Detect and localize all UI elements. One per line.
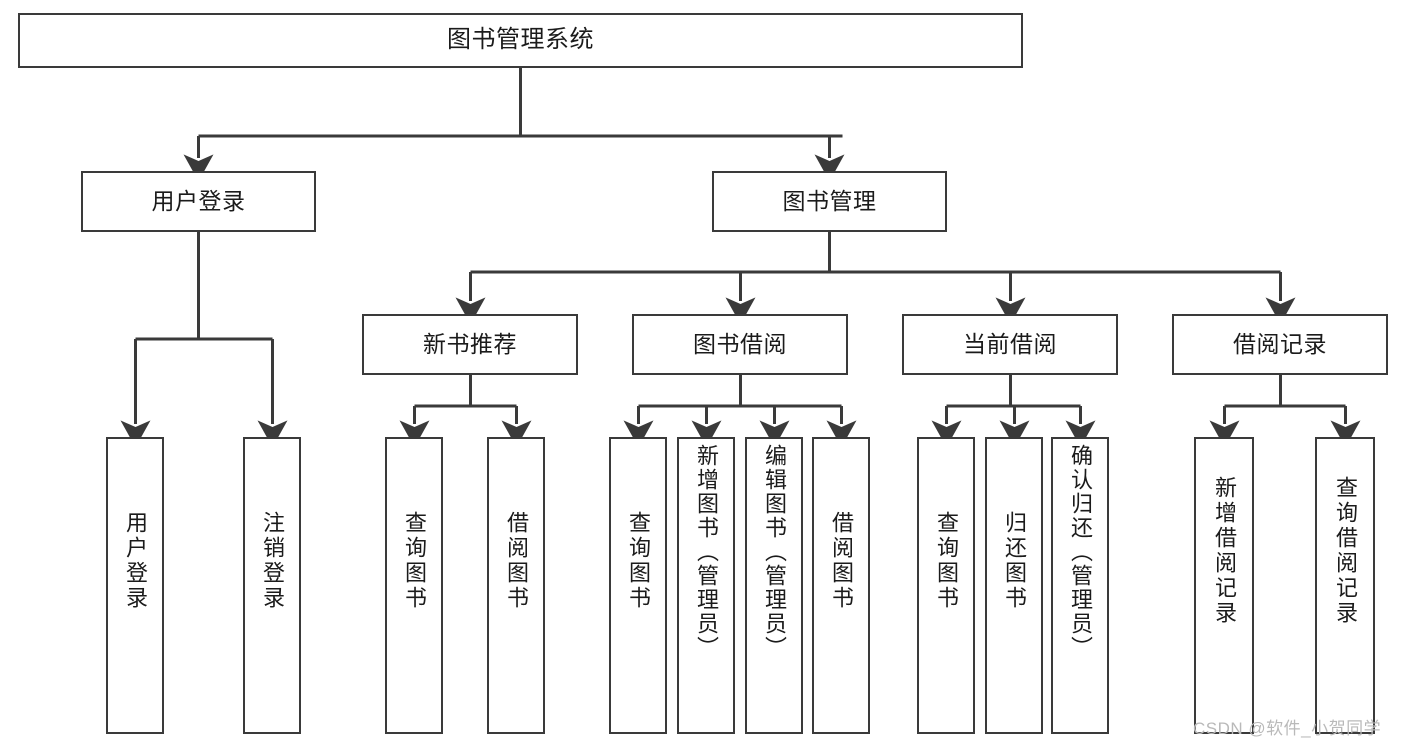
node-leaf-query-book-rec-label: 查询图书 xyxy=(402,511,427,611)
node-book-manage[interactable]: 图书管理 xyxy=(712,171,947,232)
node-current-borrow[interactable]: 当前借阅 xyxy=(902,314,1118,375)
node-leaf-add-borrow-record[interactable]: 新增借阅记录 xyxy=(1194,437,1254,734)
node-leaf-add-book-admin-label: 新增图书（管理员） xyxy=(694,444,719,660)
node-book-manage-label: 图书管理 xyxy=(782,187,877,214)
node-leaf-query-borrow-record-label: 查询借阅记录 xyxy=(1333,476,1358,626)
node-leaf-query-book-borrow[interactable]: 查询图书 xyxy=(609,437,667,734)
node-leaf-user-login[interactable]: 用户登录 xyxy=(106,437,164,734)
node-leaf-borrow-book-label: 借阅图书 xyxy=(829,511,854,611)
node-user-login-label: 用户登录 xyxy=(151,187,246,214)
node-leaf-borrow-book-rec[interactable]: 借阅图书 xyxy=(487,437,545,734)
node-current-borrow-label: 当前借阅 xyxy=(963,330,1057,357)
csdn-watermark: CSDN @软件_小贺同学 xyxy=(1193,719,1382,738)
node-leaf-logout-login[interactable]: 注销登录 xyxy=(243,437,301,734)
node-leaf-add-borrow-record-label: 新增借阅记录 xyxy=(1212,476,1237,626)
node-leaf-borrow-book[interactable]: 借阅图书 xyxy=(812,437,870,734)
node-leaf-query-book-current[interactable]: 查询图书 xyxy=(917,437,975,734)
node-leaf-query-book-rec[interactable]: 查询图书 xyxy=(385,437,443,734)
node-book-borrow-label: 图书借阅 xyxy=(693,330,787,357)
node-leaf-query-borrow-record[interactable]: 查询借阅记录 xyxy=(1315,437,1375,734)
node-leaf-borrow-book-rec-label: 借阅图书 xyxy=(504,511,529,611)
node-new-book-recommend-label: 新书推荐 xyxy=(423,330,517,357)
node-root[interactable]: 图书管理系统 xyxy=(18,13,1023,68)
node-leaf-query-book-current-label: 查询图书 xyxy=(934,511,959,611)
node-leaf-query-book-borrow-label: 查询图书 xyxy=(626,511,651,611)
node-user-login[interactable]: 用户登录 xyxy=(81,171,316,232)
node-root-label: 图书管理系统 xyxy=(447,26,594,54)
node-leaf-edit-book-admin[interactable]: 编辑图书（管理员） xyxy=(745,437,803,734)
node-leaf-return-book-label: 归还图书 xyxy=(1002,511,1027,611)
node-leaf-confirm-return-admin-label: 确认归还（管理员） xyxy=(1068,444,1093,660)
node-leaf-user-login-label: 用户登录 xyxy=(123,511,148,611)
node-leaf-edit-book-admin-label: 编辑图书（管理员） xyxy=(762,444,787,660)
node-borrow-record-label: 借阅记录 xyxy=(1233,330,1327,357)
node-leaf-return-book[interactable]: 归还图书 xyxy=(985,437,1043,734)
node-new-book-recommend[interactable]: 新书推荐 xyxy=(362,314,578,375)
node-leaf-add-book-admin[interactable]: 新增图书（管理员） xyxy=(677,437,735,734)
node-leaf-confirm-return-admin[interactable]: 确认归还（管理员） xyxy=(1051,437,1109,734)
node-leaf-logout-login-label: 注销登录 xyxy=(260,511,285,611)
node-borrow-record[interactable]: 借阅记录 xyxy=(1172,314,1388,375)
node-book-borrow[interactable]: 图书借阅 xyxy=(632,314,848,375)
